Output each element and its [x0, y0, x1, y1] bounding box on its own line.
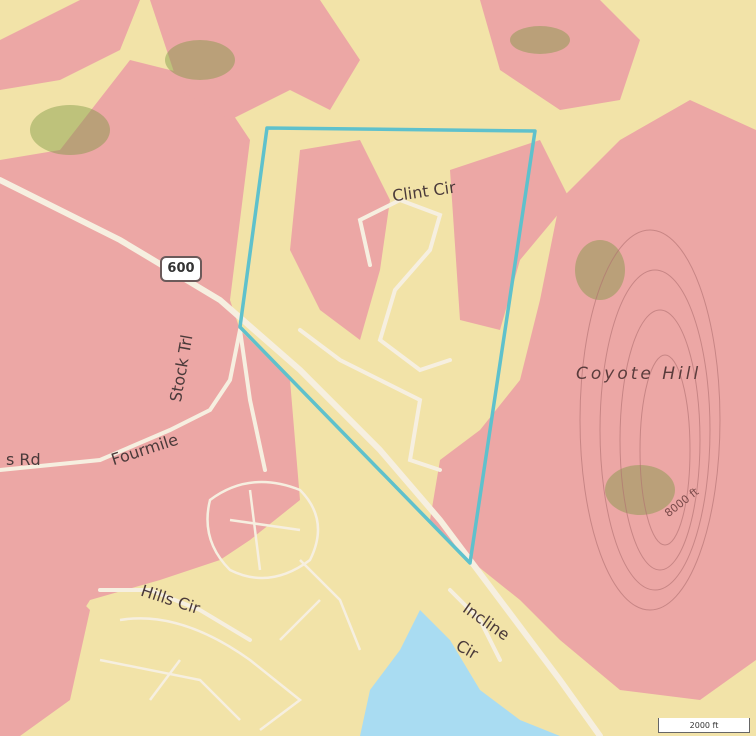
hazard-zone-inner	[290, 140, 390, 340]
subdivision-streets	[99, 480, 362, 731]
hazard-zone-north	[150, 0, 360, 120]
subdivision-street	[99, 658, 241, 721]
subdivision-street	[149, 659, 181, 701]
hazard-zone-northwest	[0, 0, 140, 90]
highway-600	[0, 177, 603, 736]
hazard-zone-east-ridge	[450, 140, 570, 330]
subdivision-street	[299, 559, 362, 651]
subdivision-street	[119, 617, 303, 731]
subdivision-street	[229, 518, 301, 532]
subdivision-street	[206, 480, 320, 580]
clint-circle	[357, 197, 452, 373]
fourmile-road	[0, 328, 242, 472]
vegetation-patch-nw	[30, 105, 110, 155]
contour-line	[639, 354, 691, 546]
roads	[0, 177, 603, 736]
vegetation-patch-ridge	[575, 240, 625, 300]
contour-line	[619, 309, 701, 571]
route-600-shield: 600	[160, 256, 202, 282]
lake	[360, 610, 560, 736]
scale-bar: 2000 ft	[658, 718, 750, 733]
incline-circle	[448, 588, 502, 662]
contour-line	[579, 229, 721, 611]
vegetation-patch-hill	[605, 465, 675, 515]
hazard-zone-northeast	[480, 0, 640, 110]
label-coyote-hill: Coyote Hill	[576, 364, 702, 384]
stock-trail	[238, 328, 267, 472]
hills-circle	[98, 588, 252, 642]
contour-lines	[579, 229, 721, 611]
vegetation-patches	[30, 26, 675, 515]
vegetation-patch-n	[165, 40, 235, 80]
hazard-zone-southwest	[0, 580, 90, 736]
hazard-zone-coyote-hill	[430, 100, 756, 700]
local-road-east	[298, 328, 442, 472]
vegetation-patch-ne	[510, 26, 570, 54]
label-fourmile-rd: s Rd	[6, 450, 41, 469]
subdivision-street	[248, 489, 262, 571]
subdivision-street	[279, 599, 321, 641]
contour-line	[599, 269, 711, 591]
study-area-boundary	[238, 126, 537, 565]
